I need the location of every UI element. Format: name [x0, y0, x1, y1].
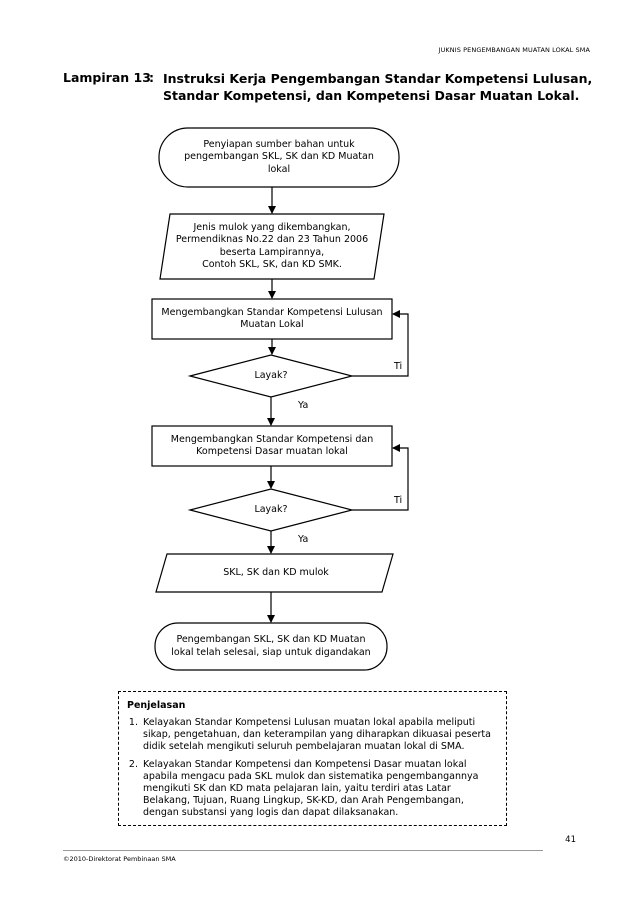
- footer-copyright: ©2010-Direktorat Pembinaan SMA: [63, 855, 176, 863]
- input-parallelogram-shape: [159, 213, 385, 280]
- arrow-decision2-no-loop: [352, 444, 409, 511]
- appendix-label: Lampiran 13: [63, 70, 151, 85]
- explanation-item: Kelayakan Standar Kompetensi dan Kompete…: [141, 759, 498, 819]
- process-sk-kd-label: Mengembangkan Standar Kompetensi dan Kom…: [170, 433, 374, 458]
- process-skl-label: Mengembangkan Standar Kompetensi Lulusan…: [161, 306, 383, 331]
- decision2-label: Layak?: [254, 503, 288, 515]
- decision2-no-label: Ti: [394, 495, 403, 506]
- appendix-colon: :: [149, 70, 154, 85]
- explanation-box: Penjelasan Kelayakan Standar Kompetensi …: [118, 691, 507, 826]
- output-parallelogram-shape: [155, 553, 394, 593]
- footer-divider: [63, 850, 543, 851]
- start-terminator-label: Penyiapan sumber bahan untuk pengembanga…: [184, 138, 374, 175]
- decision1-yes-label: Ya: [298, 400, 309, 411]
- decision1-label: Layak?: [254, 369, 288, 381]
- explanation-title: Penjelasan: [127, 700, 186, 711]
- explanation-list: Kelayakan Standar Kompetensi Lulusan mua…: [127, 717, 498, 819]
- end-terminator-label: Pengembangan SKL, SK dan KD Muatan lokal…: [171, 634, 371, 658]
- input-document-label: Jenis mulok yang dikembangkan, Permendik…: [175, 221, 369, 271]
- decision1-no-label: Ti: [394, 361, 403, 372]
- decision2-yes-label: Ya: [298, 534, 309, 545]
- running-header: JUKNIS PENGEMBANGAN MUATAN LOKAL SMA: [438, 46, 590, 54]
- start-terminator-shape: [158, 127, 400, 188]
- page-number: 41: [565, 835, 576, 845]
- process1-box-shape: [151, 298, 393, 340]
- arrow-decision1-no-loop: [352, 310, 409, 377]
- output-label: SKL, SK dan KD mulok: [223, 566, 329, 578]
- end-terminator-shape: [154, 622, 388, 671]
- explanation-item: Kelayakan Standar Kompetensi Lulusan mua…: [141, 717, 498, 753]
- page-title: Instruksi Kerja Pengembangan Standar Kom…: [163, 71, 593, 103]
